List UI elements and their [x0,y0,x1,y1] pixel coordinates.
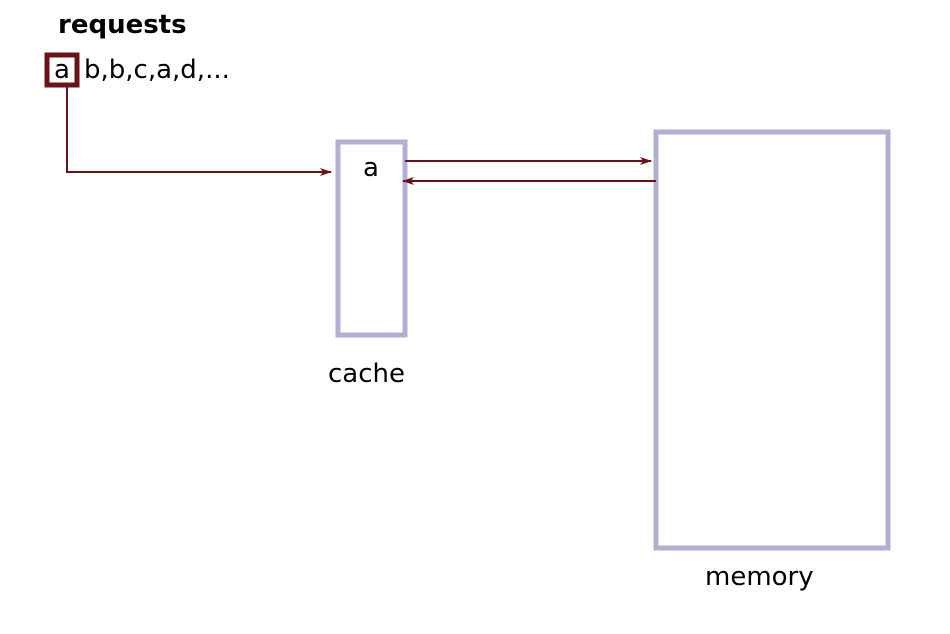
cache-label: cache [328,359,405,389]
remaining-requests: b,b,c,a,d,... [84,55,230,85]
requests-title: requests [58,10,187,40]
memory-box [653,129,891,551]
cache-box [335,139,408,338]
current-request-highlight [44,52,80,88]
memory-label: memory [705,562,814,592]
current-request: a [54,55,70,85]
cache-item: a [363,153,379,183]
request-to-cache-arrow [66,85,332,176]
